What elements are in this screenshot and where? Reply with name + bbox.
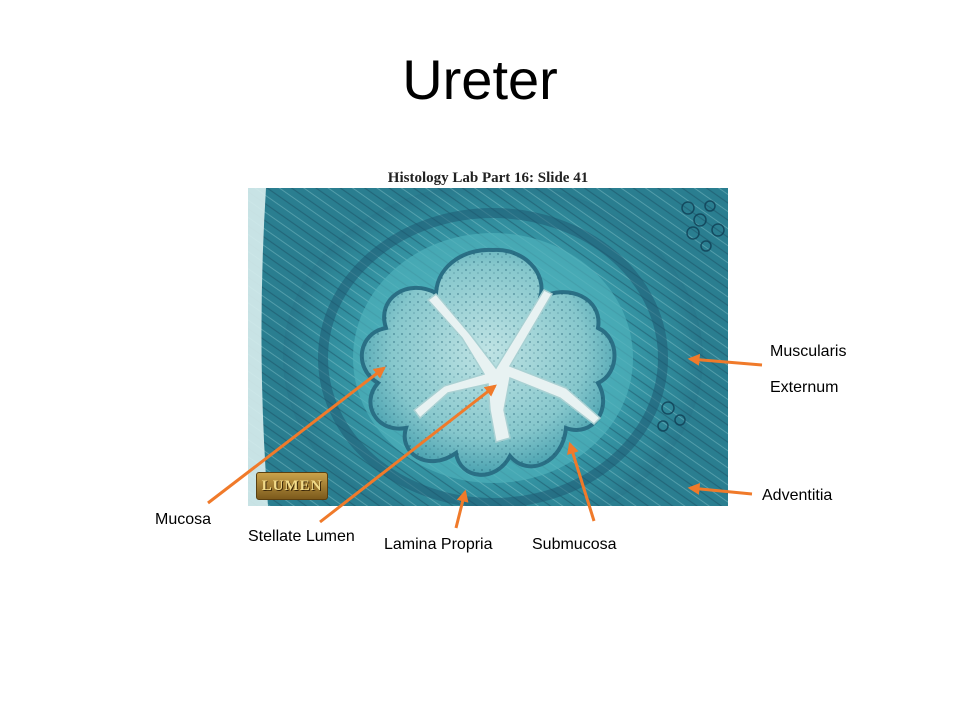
label-lamina-propria: Lamina Propria [384, 536, 493, 553]
image-caption: Histology Lab Part 16: Slide 41 [387, 170, 589, 186]
ureter-micrograph [248, 188, 728, 506]
label-externum: Externum [770, 379, 839, 396]
label-submucosa: Submucosa [532, 536, 617, 553]
label-muscularis: Muscularis [770, 343, 847, 360]
label-stellate-lumen: Stellate Lumen [248, 528, 355, 545]
label-mucosa: Mucosa [155, 511, 212, 528]
label-adventitia: Adventitia [762, 487, 833, 504]
lumen-logo: LUMEN [256, 472, 328, 500]
slide-title: Ureter [402, 48, 558, 111]
